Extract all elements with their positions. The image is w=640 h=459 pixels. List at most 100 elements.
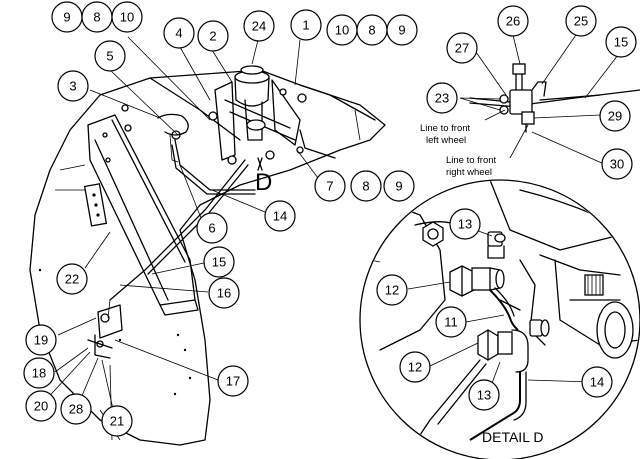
hex-bolt-detail xyxy=(422,221,444,247)
svg-text:16: 16 xyxy=(217,286,231,301)
svg-text:20: 20 xyxy=(34,399,48,414)
detail-d-view: DETAIL D xyxy=(359,179,640,459)
callout-14-a: 14 xyxy=(264,200,296,232)
union-12-lower xyxy=(477,329,529,373)
callout-16: 16 xyxy=(208,277,240,309)
cable-loop xyxy=(157,113,189,136)
callout-8-c: 8 xyxy=(350,170,382,202)
tube-11 xyxy=(489,289,519,331)
svg-text:13: 13 xyxy=(477,388,491,403)
svg-text:8: 8 xyxy=(368,23,375,38)
callout-23: 23 xyxy=(426,82,458,114)
svg-text:10: 10 xyxy=(120,10,134,25)
callout-8-a: 8 xyxy=(81,1,113,33)
callout-2: 2 xyxy=(197,20,229,52)
svg-text:26: 26 xyxy=(506,14,520,29)
callout-13-b: 13 xyxy=(468,379,500,411)
callout-8-b: 8 xyxy=(356,14,388,46)
fitting-bolt-upper xyxy=(499,94,509,104)
callout-balloons: 9 8 10 4 24 2 1 10 8 9 5 3 7 8 9 14 6 15… xyxy=(23,1,637,437)
callout-20: 20 xyxy=(25,390,57,422)
callout-10-b: 10 xyxy=(326,14,358,46)
callout-18: 18 xyxy=(23,357,55,389)
callout-29: 29 xyxy=(599,100,631,132)
svg-text:15: 15 xyxy=(212,255,226,270)
callout-3: 3 xyxy=(57,70,89,102)
union-12-upper xyxy=(449,265,505,297)
svg-text:12: 12 xyxy=(408,360,422,375)
svg-text:21: 21 xyxy=(110,414,124,429)
tube-14-lower xyxy=(469,372,521,441)
fitting-bolt-lower xyxy=(499,105,509,115)
svg-text:14: 14 xyxy=(590,375,604,390)
channel-beam xyxy=(87,104,199,316)
svg-text:28: 28 xyxy=(69,402,83,417)
leader-lines xyxy=(41,31,619,419)
svg-text:27: 27 xyxy=(455,41,469,56)
callout-12-a: 12 xyxy=(376,274,408,306)
view-marker: D xyxy=(255,157,272,196)
callout-25: 25 xyxy=(565,5,597,37)
svg-text:24: 24 xyxy=(252,19,266,34)
callout-12-b: 12 xyxy=(399,351,431,383)
callout-15-b: 15 xyxy=(605,26,637,58)
callout-24: 24 xyxy=(243,10,275,42)
svg-text:7: 7 xyxy=(326,179,333,194)
callout-9-a: 9 xyxy=(51,1,83,33)
callout-9-c: 9 xyxy=(383,170,415,202)
svg-text:30: 30 xyxy=(610,157,624,172)
master-cylinder xyxy=(234,65,270,141)
brake-line-14 xyxy=(109,159,246,301)
note-front-right-2: right wheel xyxy=(446,167,492,178)
svg-text:8: 8 xyxy=(362,179,369,194)
svg-text:14: 14 xyxy=(273,209,287,224)
detail-title: DETAIL D xyxy=(482,429,543,445)
callout-9-b: 9 xyxy=(386,14,418,46)
svg-text:18: 18 xyxy=(32,366,46,381)
brake-line-6 xyxy=(174,139,256,191)
svg-text:5: 5 xyxy=(106,49,113,64)
svg-text:4: 4 xyxy=(175,26,182,41)
view-marker-letter: D xyxy=(255,169,272,196)
svg-text:6: 6 xyxy=(208,221,215,236)
callout-15-a: 15 xyxy=(203,246,235,278)
svg-text:22: 22 xyxy=(65,272,79,287)
note-front-right-1: Line to front xyxy=(446,155,497,166)
svg-text:8: 8 xyxy=(93,10,100,25)
callout-10-a: 10 xyxy=(111,1,143,33)
svg-text:19: 19 xyxy=(34,333,48,348)
svg-text:25: 25 xyxy=(574,14,588,29)
svg-text:12: 12 xyxy=(385,283,399,298)
detail-circle xyxy=(359,179,640,459)
callout-19: 19 xyxy=(25,324,57,356)
callout-13-a: 13 xyxy=(449,208,481,240)
callout-22: 22 xyxy=(56,263,88,295)
fitting-side xyxy=(529,319,550,337)
note-front-left-2: left wheel xyxy=(426,135,466,146)
callout-11: 11 xyxy=(435,306,467,338)
svg-text:11: 11 xyxy=(444,315,458,330)
callout-1: 1 xyxy=(290,9,322,41)
callout-17: 17 xyxy=(217,365,249,397)
svg-text:15: 15 xyxy=(614,35,628,50)
svg-text:2: 2 xyxy=(209,29,216,44)
svg-text:29: 29 xyxy=(608,109,622,124)
callout-30: 30 xyxy=(601,148,633,180)
svg-text:9: 9 xyxy=(395,179,402,194)
callout-6: 6 xyxy=(196,212,228,244)
svg-text:10: 10 xyxy=(335,23,349,38)
callout-27: 27 xyxy=(446,32,478,64)
callout-21: 21 xyxy=(101,405,133,437)
callout-7: 7 xyxy=(314,170,346,202)
svg-text:9: 9 xyxy=(398,23,405,38)
callout-28: 28 xyxy=(60,393,92,425)
svg-text:3: 3 xyxy=(69,79,76,94)
frame-plate xyxy=(29,69,386,446)
callout-5: 5 xyxy=(94,40,126,72)
proportioning-valve-assembly xyxy=(87,299,123,359)
svg-text:13: 13 xyxy=(458,217,472,232)
callout-26: 26 xyxy=(497,5,529,37)
svg-text:23: 23 xyxy=(435,91,449,106)
svg-text:1: 1 xyxy=(302,18,309,33)
